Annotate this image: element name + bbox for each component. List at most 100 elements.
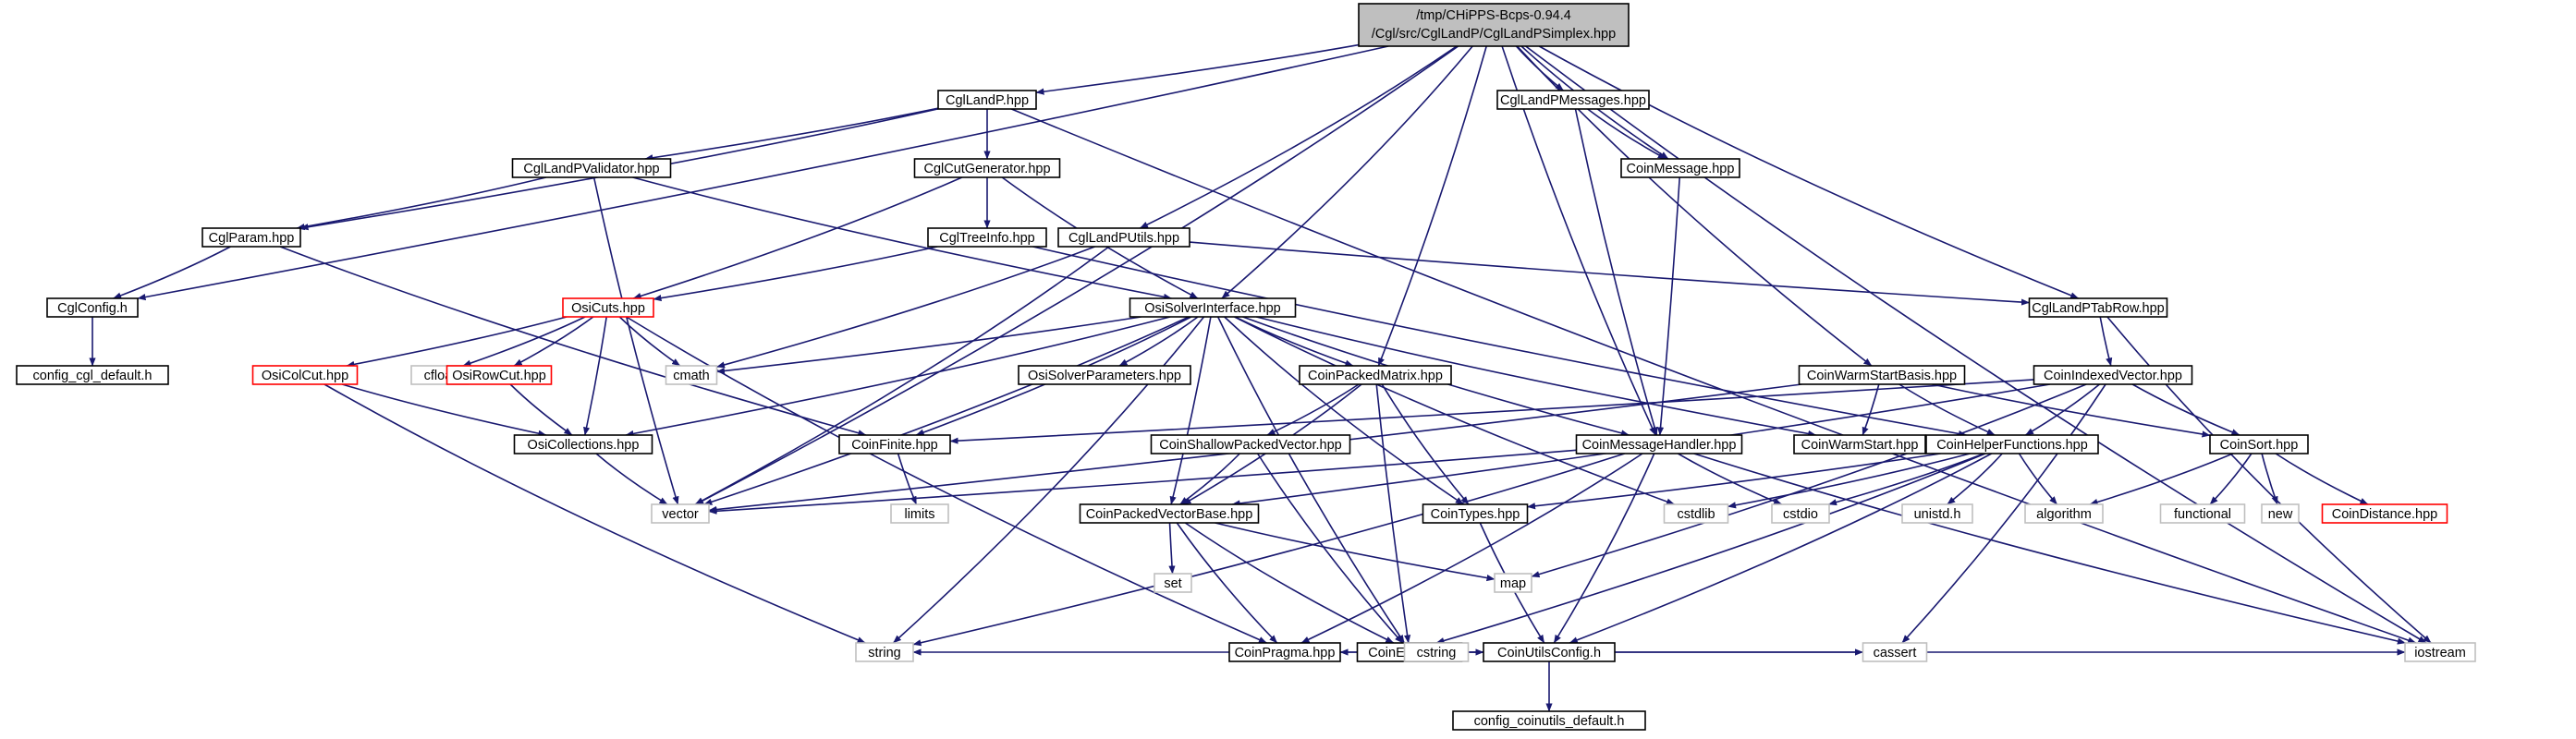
edge-messages-to-msghandler bbox=[1574, 108, 1658, 436]
node-unistd[interactable]: unistd.h bbox=[1901, 503, 1973, 524]
node-label: OsiCollections.hpp bbox=[528, 438, 640, 453]
node-string[interactable]: string bbox=[855, 642, 914, 662]
node-coinwarmstart[interactable]: CoinWarmStart.hpp bbox=[1793, 434, 1926, 454]
node-functional[interactable]: functional bbox=[2159, 503, 2246, 524]
node-label: CoinWarmStartBasis.hpp bbox=[1807, 369, 1957, 383]
node-cglparam[interactable]: CglParam.hpp bbox=[201, 227, 301, 248]
edge-cutgen-to-osicuts bbox=[632, 176, 963, 299]
node-box bbox=[1299, 365, 1452, 385]
node-osiparams[interactable]: OsiSolverParameters.hpp bbox=[1018, 365, 1191, 385]
node-cglconfig[interactable]: CglConfig.h bbox=[46, 297, 139, 318]
edge-osisolver-to-string bbox=[892, 316, 1205, 644]
node-utilsconfig[interactable]: CoinUtilsConfig.h bbox=[1483, 642, 1616, 662]
node-warmstartbasis[interactable]: CoinWarmStartBasis.hpp bbox=[1798, 365, 1966, 385]
node-box bbox=[1663, 503, 1729, 524]
node-box bbox=[2024, 503, 2104, 524]
edge-treeinfo-to-helperfuncs bbox=[1032, 246, 1967, 438]
node-cstring[interactable]: cstring bbox=[1403, 642, 1470, 662]
node-box bbox=[2209, 434, 2309, 454]
node-osirowcut[interactable]: OsiRowCut.hpp bbox=[446, 365, 553, 385]
node-box bbox=[2159, 503, 2246, 524]
edge-indexedvector-to-coinsort bbox=[2131, 383, 2240, 436]
node-utils[interactable]: CglLandPUtils.hpp bbox=[1057, 227, 1190, 248]
node-configcgl[interactable]: config_cgl_default.h bbox=[16, 365, 169, 385]
node-map[interactable]: map bbox=[1494, 573, 1532, 593]
node-box bbox=[1620, 158, 1740, 178]
node-box bbox=[1129, 297, 1297, 318]
node-label: CglLandPMessages.hpp bbox=[1500, 93, 1646, 108]
node-msghandler[interactable]: CoinMessageHandler.hpp bbox=[1575, 434, 1743, 454]
edge-root-to-packedmatrix bbox=[1377, 45, 1487, 367]
edge-helperfuncs-to-coinerror bbox=[1435, 453, 1986, 645]
edge-msghandler-to-iostream bbox=[1693, 453, 2406, 645]
node-vector[interactable]: vector bbox=[651, 503, 710, 524]
edge-coinsort-to-algorithm bbox=[2089, 453, 2234, 505]
edge-root-to-cglconfig bbox=[137, 45, 1389, 301]
edge-indexedvector-to-helperfuncs bbox=[2025, 383, 2101, 436]
node-coinmessage[interactable]: CoinMessage.hpp bbox=[1620, 158, 1740, 178]
node-label: unistd.h bbox=[1914, 507, 1961, 522]
node-cassert[interactable]: cassert bbox=[1862, 642, 1928, 662]
node-box bbox=[2261, 503, 2300, 524]
edge-msghandler-to-vector bbox=[708, 449, 1577, 515]
node-label: CglLandP.hpp bbox=[946, 93, 1029, 108]
node-box bbox=[16, 365, 169, 385]
node-cgllandp[interactable]: CglLandP.hpp bbox=[937, 90, 1037, 110]
node-algorithm[interactable]: algorithm bbox=[2024, 503, 2104, 524]
node-osicollections[interactable]: OsiCollections.hpp bbox=[513, 434, 653, 454]
node-label: CglLandPTabRow.hpp bbox=[2032, 301, 2165, 316]
node-coindistance[interactable]: CoinDistance.hpp bbox=[2321, 503, 2448, 524]
node-box bbox=[651, 503, 710, 524]
edge-osicolcut-to-string bbox=[324, 383, 866, 644]
node-cstdio[interactable]: cstdio bbox=[1771, 503, 1830, 524]
node-tabrow[interactable]: CglLandPTabRow.hpp bbox=[2028, 297, 2168, 318]
node-configcoinutils[interactable]: config_coinutils_default.h bbox=[1452, 710, 1646, 731]
node-box bbox=[1422, 503, 1529, 524]
node-shallowpacked[interactable]: CoinShallowPackedVector.hpp bbox=[1150, 434, 1351, 454]
node-label: OsiColCut.hpp bbox=[262, 369, 348, 383]
node-indexedvector[interactable]: CoinIndexedVector.hpp bbox=[2033, 365, 2193, 385]
node-packedvectorbase[interactable]: CoinPackedVectorBase.hpp bbox=[1079, 503, 1260, 524]
node-box bbox=[937, 90, 1037, 110]
node-osisolver[interactable]: OsiSolverInterface.hpp bbox=[1129, 297, 1297, 318]
edge-packedvectorbase-to-set bbox=[1168, 522, 1176, 575]
node-cstdlib[interactable]: cstdlib bbox=[1663, 503, 1729, 524]
node-box bbox=[511, 158, 672, 178]
edge-osicollections-to-vector bbox=[595, 453, 668, 505]
node-box bbox=[838, 434, 951, 454]
edge-root-to-vector bbox=[695, 45, 1459, 505]
node-new[interactable]: new bbox=[2261, 503, 2300, 524]
node-box bbox=[1057, 227, 1190, 248]
edge-helperfuncs-to-cstdlib bbox=[1728, 453, 1971, 509]
edge-shallowpacked-to-coinerror bbox=[1256, 453, 1403, 644]
node-label: CoinHelperFunctions.hpp bbox=[1936, 438, 2088, 453]
node-coinfinite[interactable]: CoinFinite.hpp bbox=[838, 434, 951, 454]
node-messages[interactable]: CglLandPMessages.hpp bbox=[1496, 90, 1650, 110]
node-root[interactable]: /tmp/CHiPPS-Bcps-0.94.4/Cgl/src/CglLandP… bbox=[1358, 3, 1630, 47]
node-set[interactable]: set bbox=[1154, 573, 1192, 593]
node-treeinfo[interactable]: CglTreeInfo.hpp bbox=[927, 227, 1047, 248]
node-coinsort[interactable]: CoinSort.hpp bbox=[2209, 434, 2309, 454]
node-label: CglParam.hpp bbox=[209, 231, 295, 246]
node-cmath[interactable]: cmath bbox=[665, 365, 718, 385]
node-cutgen[interactable]: CglCutGenerator.hpp bbox=[913, 158, 1061, 178]
edge-osicolcut-to-osicollections bbox=[341, 383, 547, 437]
node-label: CoinPragma.hpp bbox=[1235, 646, 1336, 660]
node-cointypes[interactable]: CoinTypes.hpp bbox=[1422, 503, 1529, 524]
node-osicuts[interactable]: OsiCuts.hpp bbox=[562, 297, 654, 318]
node-box bbox=[1483, 642, 1616, 662]
node-iostream[interactable]: iostream bbox=[2404, 642, 2476, 662]
node-limits[interactable]: limits bbox=[890, 503, 949, 524]
node-packedmatrix[interactable]: CoinPackedMatrix.hpp bbox=[1299, 365, 1452, 385]
edge-coinsort-to-new bbox=[2261, 453, 2278, 505]
node-label: OsiSolverParameters.hpp bbox=[1028, 369, 1181, 383]
edge-warmstartbasis-to-helperfuncs bbox=[1898, 383, 1996, 436]
node-helperfuncs[interactable]: CoinHelperFunctions.hpp bbox=[1925, 434, 2099, 454]
node-coinpragma[interactable]: CoinPragma.hpp bbox=[1228, 642, 1341, 662]
node-label: functional bbox=[2174, 507, 2231, 522]
node-validator[interactable]: CglLandPValidator.hpp bbox=[511, 158, 672, 178]
node-label: vector bbox=[662, 507, 699, 522]
node-osicolcut[interactable]: OsiColCut.hpp bbox=[251, 365, 359, 385]
edge-validator-to-osisolver bbox=[632, 176, 1172, 300]
edge-osisolver-to-osicollections bbox=[625, 316, 1171, 437]
